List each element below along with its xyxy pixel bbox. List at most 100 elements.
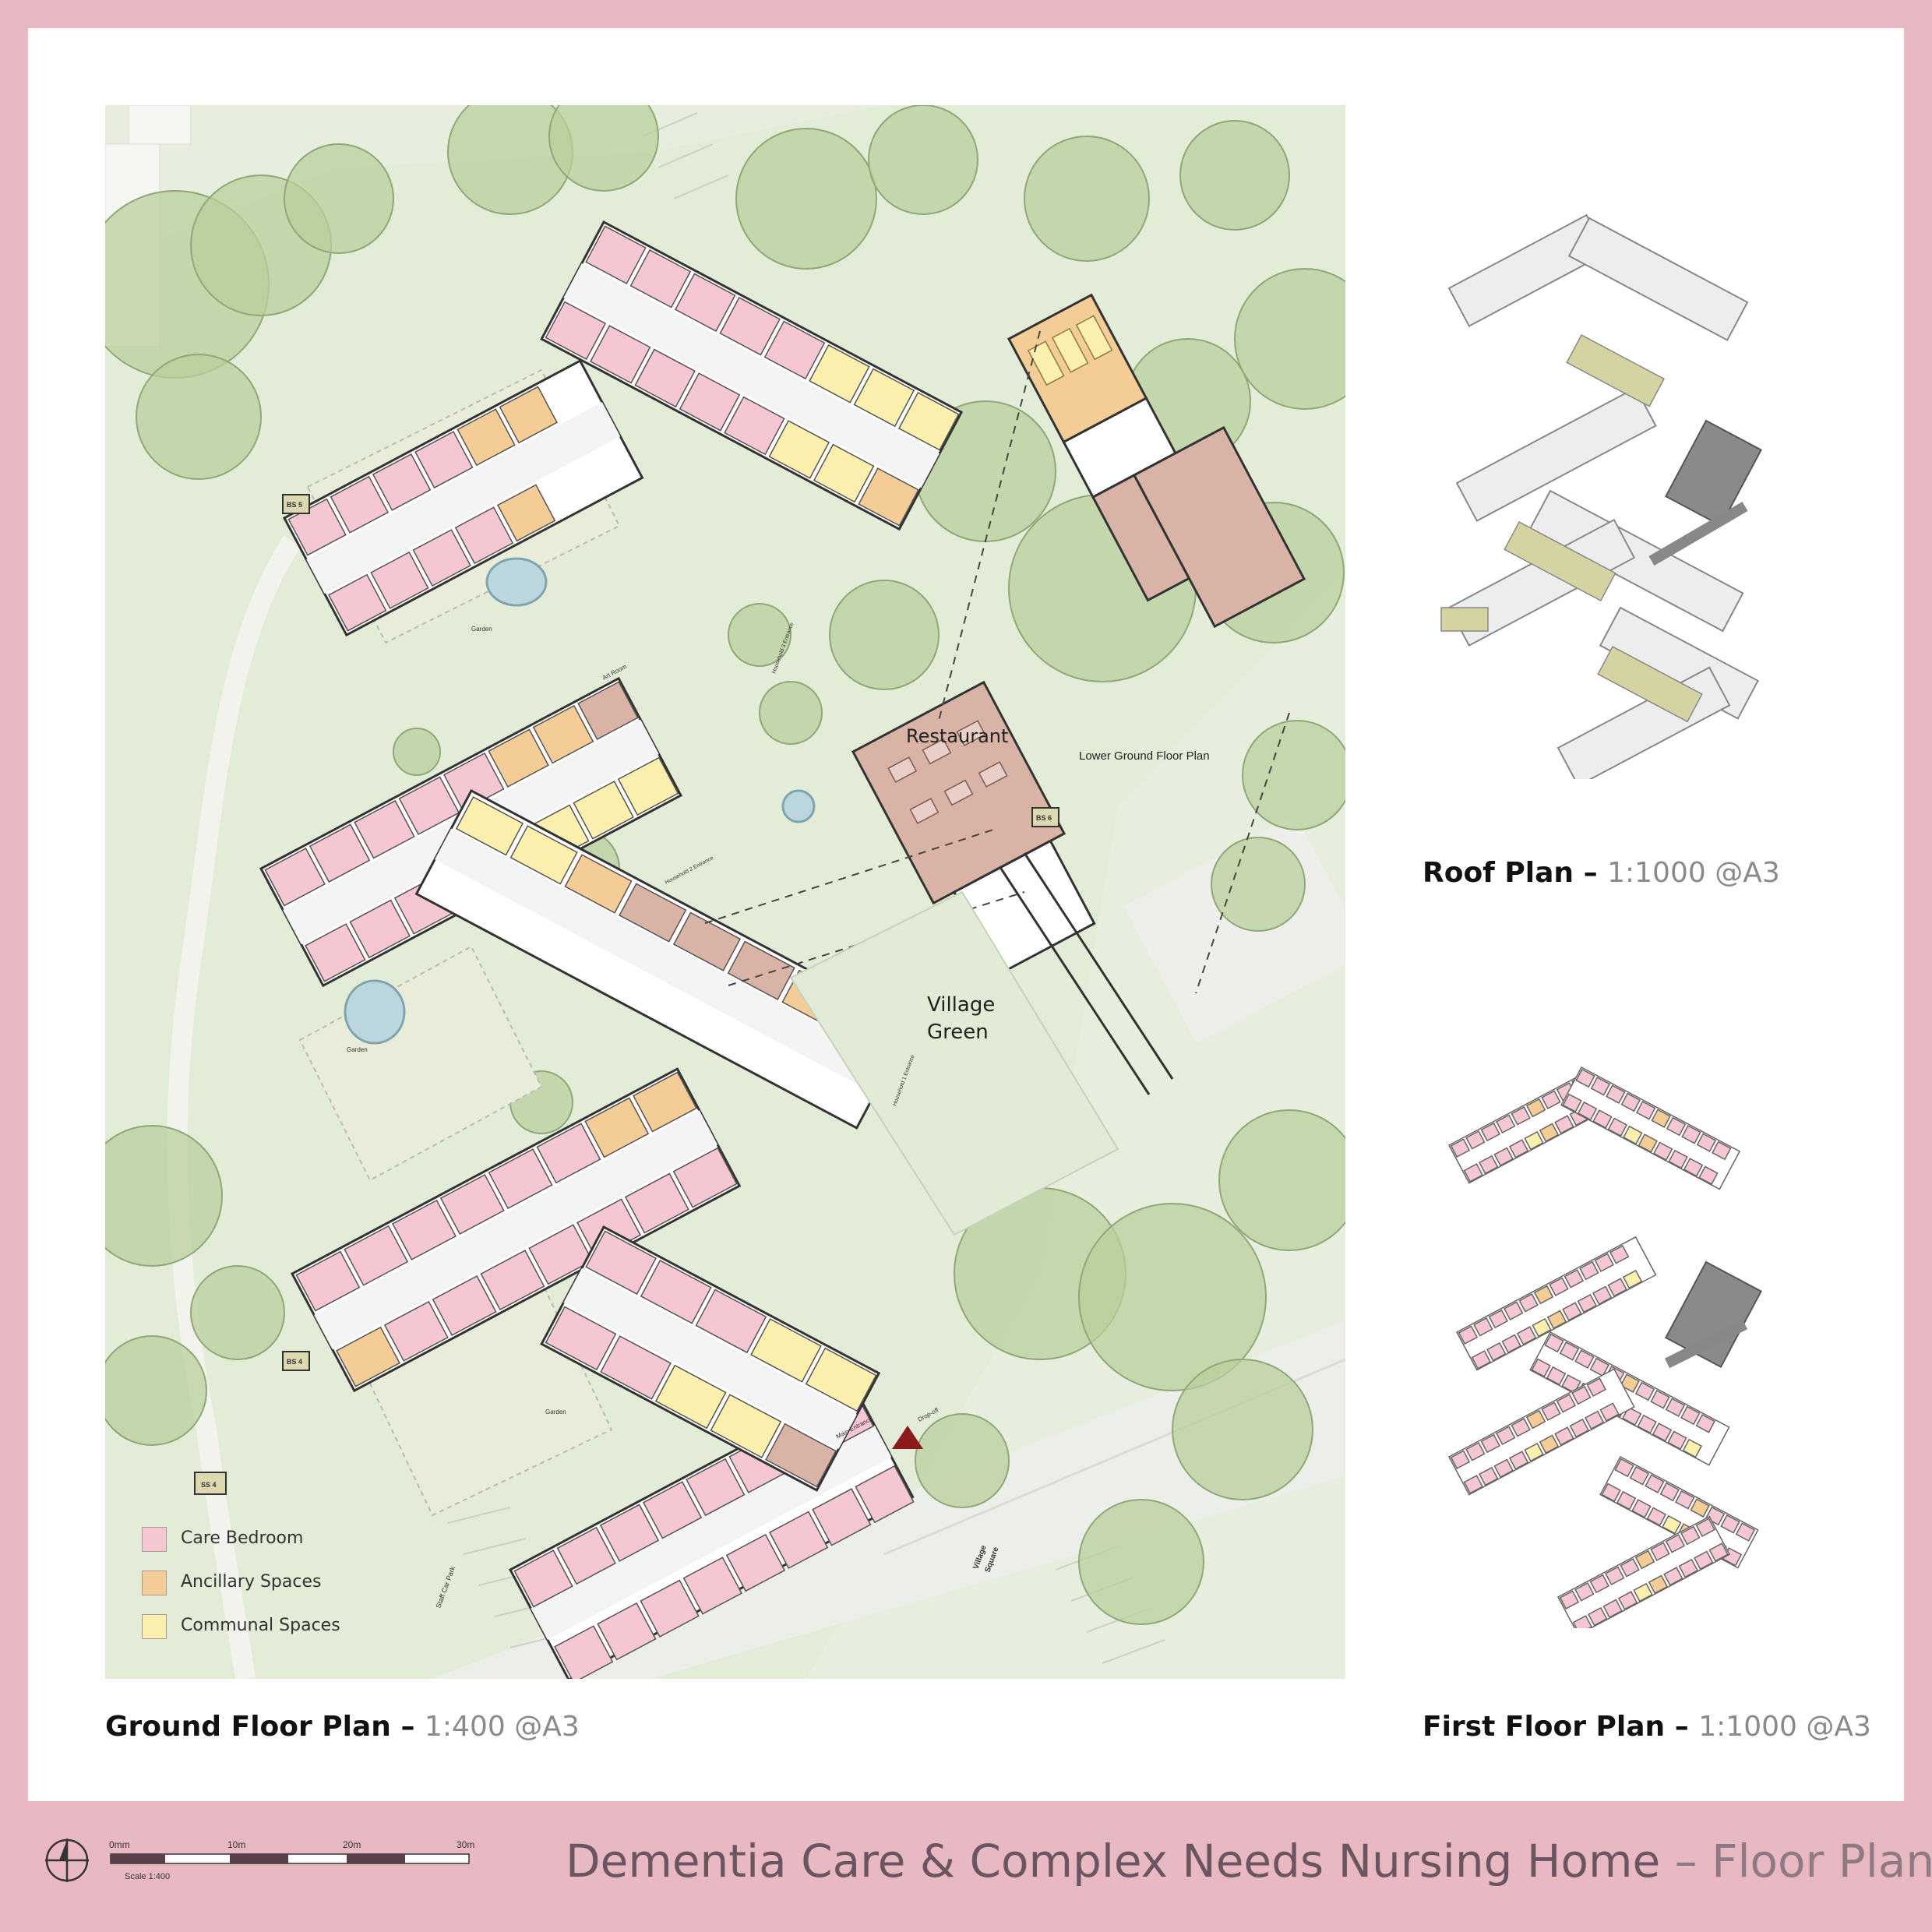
tree	[1078, 1499, 1204, 1625]
room	[398, 776, 460, 836]
village-green-label: Green	[927, 1021, 989, 1044]
room	[536, 1123, 601, 1184]
room	[564, 854, 633, 914]
room	[750, 1318, 822, 1383]
pond	[485, 557, 548, 607]
pond	[344, 979, 406, 1045]
bin-store-label: BS 4	[287, 1358, 302, 1366]
household-wing-south	[508, 1385, 915, 1679]
garden-label: Garden	[347, 1046, 368, 1053]
legend-label: Care Bedroom	[181, 1528, 304, 1548]
scale-tick-label: 20m	[343, 1839, 361, 1850]
room	[619, 883, 687, 943]
room	[577, 681, 639, 740]
tree	[868, 105, 978, 215]
room	[805, 1347, 877, 1412]
caption-scale: 1:400 @A3	[425, 1711, 580, 1743]
room	[686, 1458, 746, 1517]
room	[455, 796, 524, 856]
room	[617, 756, 679, 816]
legend-swatch	[142, 1614, 167, 1639]
room	[457, 408, 516, 467]
sheet-title-main: Dementia Care & Complex Needs Nursing Ho…	[566, 1835, 1661, 1888]
room	[589, 325, 651, 384]
room	[855, 1465, 915, 1524]
bin-store-label: BS 6	[1036, 814, 1052, 822]
scale-bar: 0mm 10m 20m 30m Scale 1:400	[109, 1839, 474, 1881]
room	[672, 911, 742, 971]
room	[372, 453, 432, 511]
tree	[1024, 136, 1150, 262]
room	[439, 1174, 505, 1235]
caption-title: Ground Floor Plan	[105, 1711, 391, 1743]
restaurant-label: Restaurant	[906, 725, 1008, 747]
room	[858, 467, 919, 527]
room	[642, 1481, 703, 1539]
room	[383, 1300, 449, 1362]
room	[264, 847, 326, 907]
room	[328, 573, 387, 632]
caption-title: First Floor Plan	[1423, 1711, 1666, 1743]
scale-tick-label: 30m	[457, 1839, 474, 1850]
fountain	[781, 789, 816, 823]
room	[496, 484, 556, 542]
room	[719, 296, 781, 356]
room	[545, 1306, 617, 1371]
room	[305, 923, 366, 982]
tree	[136, 354, 262, 480]
legend-label: Ancillary Spaces	[181, 1572, 322, 1592]
room	[554, 1625, 614, 1679]
bin-store	[194, 494, 1059, 1495]
room	[640, 1259, 712, 1324]
tree-canopy	[105, 105, 1345, 1625]
room	[768, 420, 830, 479]
room	[545, 301, 607, 361]
room	[695, 1289, 767, 1354]
legend-swatch	[142, 1527, 167, 1552]
tree	[548, 105, 659, 192]
room	[432, 1274, 497, 1336]
room	[710, 1394, 782, 1458]
room	[634, 348, 696, 408]
tree	[105, 1335, 207, 1446]
lower-ground-floor-inset	[1007, 293, 1306, 629]
room	[556, 1526, 616, 1585]
room	[354, 799, 415, 859]
room	[624, 1172, 689, 1234]
household-wing-southeast	[540, 1225, 881, 1492]
room	[488, 1148, 553, 1210]
room	[679, 372, 741, 432]
room	[412, 529, 471, 587]
caption-dash: –	[1574, 857, 1608, 889]
room	[528, 1224, 594, 1285]
room	[633, 1071, 697, 1133]
bin-store-label: SS 4	[201, 1481, 217, 1489]
tree	[190, 1265, 285, 1360]
room	[414, 431, 474, 489]
room	[765, 1423, 837, 1488]
room	[585, 225, 647, 285]
household-wing-north	[282, 359, 644, 637]
room	[897, 392, 960, 451]
scale-tick-label: 10m	[227, 1839, 245, 1850]
room	[295, 1250, 361, 1312]
room	[336, 1326, 400, 1387]
restaurant-block	[851, 680, 1096, 977]
tree	[915, 1413, 1010, 1508]
link-canopy	[1023, 852, 1174, 1080]
room	[585, 1230, 658, 1296]
tree	[1211, 837, 1306, 932]
room	[392, 1199, 457, 1260]
room	[812, 1488, 872, 1546]
roof-plan-diagram	[1440, 213, 1762, 779]
tree	[1078, 1203, 1267, 1391]
room	[532, 704, 594, 764]
scale-tick-label: 0mm	[109, 1839, 130, 1850]
sheet-title: Dementia Care & Complex Needs Nursing Ho…	[566, 1835, 1932, 1888]
room	[330, 475, 390, 534]
room	[654, 1364, 727, 1430]
tree	[1179, 120, 1290, 231]
room	[629, 249, 692, 308]
room	[499, 386, 558, 444]
